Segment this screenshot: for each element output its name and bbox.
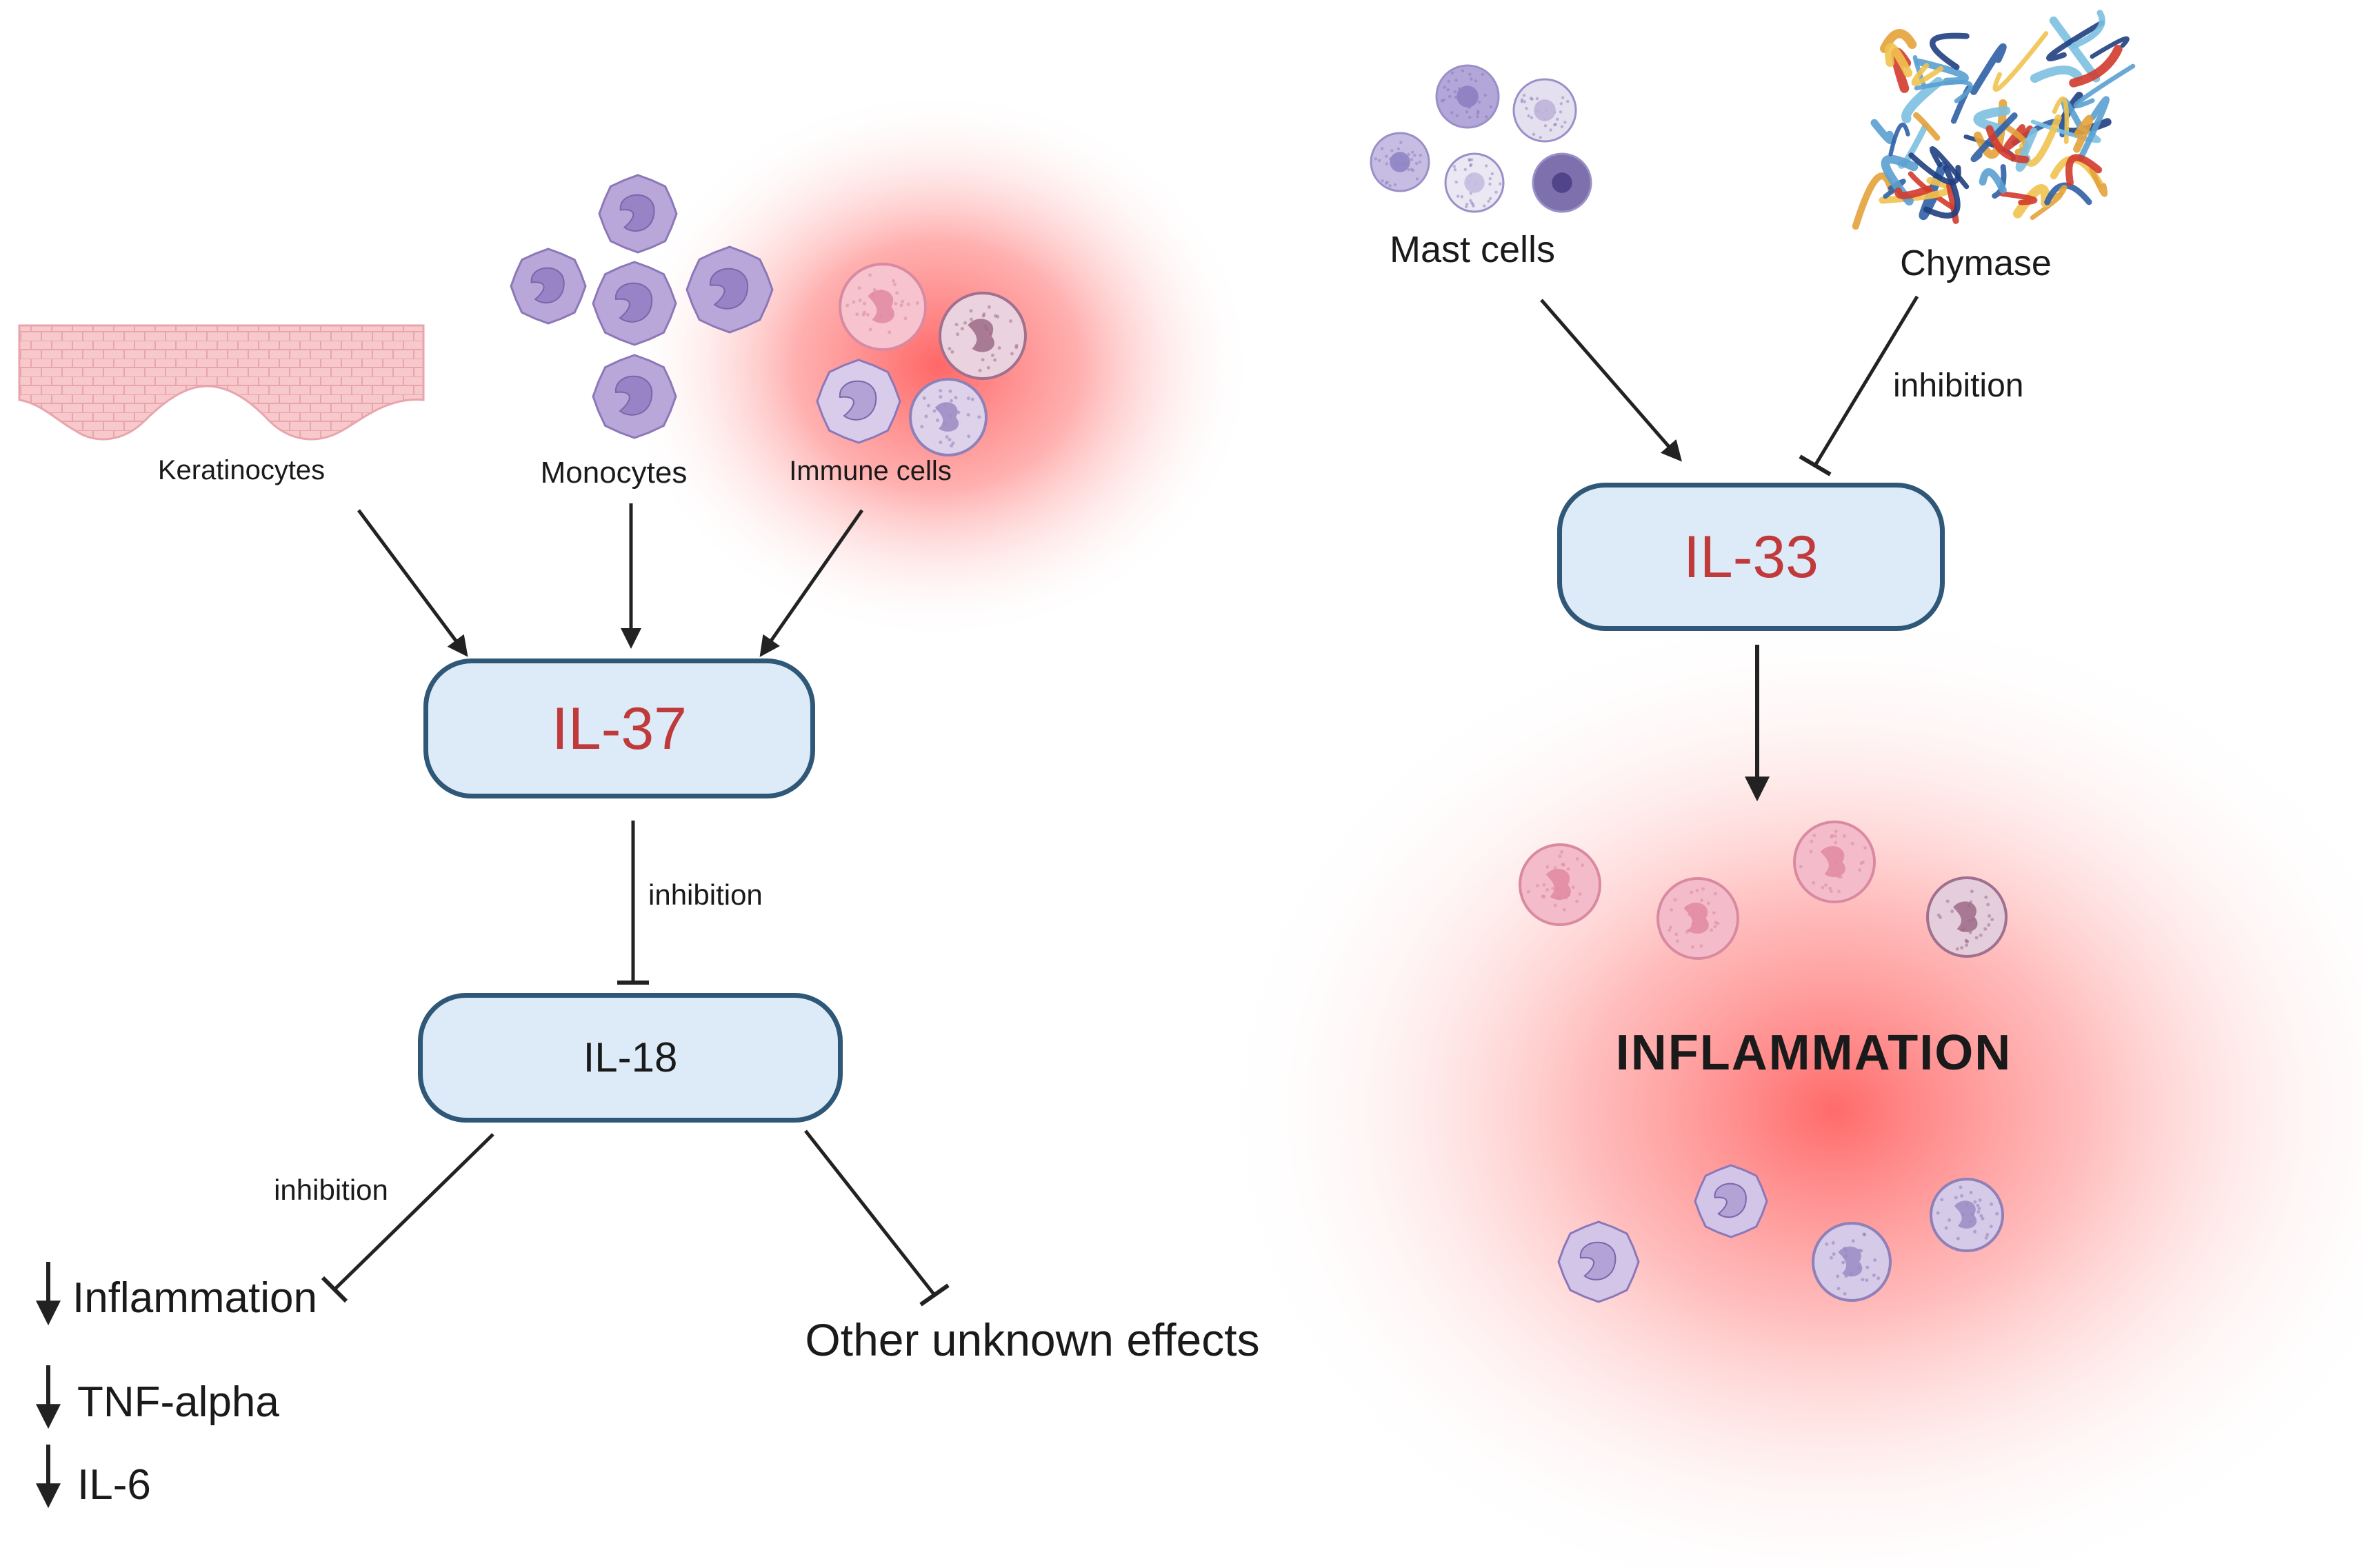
monocyte-cell: [687, 247, 772, 332]
mast-cell: [1514, 79, 1576, 141]
monocyte-cell: [817, 360, 900, 443]
monocyte-cell: [1695, 1165, 1767, 1237]
effect-il6-label: IL-6: [77, 1464, 151, 1507]
inflammation-glow: [1214, 600, 2362, 1568]
immune-cells-label: Immune cells: [789, 457, 952, 485]
mast-cell: [1371, 133, 1429, 191]
mast-cells-illustration: [1371, 66, 1591, 212]
granulocyte-cell: [1658, 878, 1738, 958]
granulocyte-cell: [1931, 1179, 2003, 1251]
inhibition-il18-to-other-effects: [805, 1131, 934, 1295]
il37-node: IL-37: [423, 659, 815, 798]
inhibition-bar-il33: [1800, 456, 1830, 474]
il33-label: IL-33: [1683, 527, 1819, 587]
granulocyte-cell: [1520, 845, 1600, 925]
il18-node: IL-18: [418, 993, 843, 1123]
immune-cells-glow: [621, 90, 1255, 641]
inhibition-bar-other-effects: [921, 1285, 948, 1305]
inhibition-il37-il18-label: inhibition: [648, 881, 763, 909]
keratinocytes-label: Keratinocytes: [158, 456, 325, 484]
granulocyte-cell: [1928, 878, 2006, 956]
il33-node: IL-33: [1557, 483, 1945, 631]
inhibition-il18-to-inflammation: [334, 1134, 493, 1289]
granulocyte-cell: [910, 379, 986, 455]
mast-cell: [1533, 154, 1591, 212]
monocytes-label: Monocytes: [541, 458, 688, 488]
effect-inflammation-label: Inflammation: [72, 1277, 317, 1320]
monocyte-cell: [593, 355, 676, 438]
monocyte-cell: [511, 249, 586, 323]
granulocyte-cell: [940, 293, 1025, 379]
monocyte-cell: [599, 175, 677, 252]
monocyte-cell: [1559, 1222, 1639, 1302]
inflammation-outcome-label: INFLAMMATION: [1616, 1028, 2012, 1078]
il18-label: IL-18: [583, 1037, 678, 1078]
mast-cell: [1445, 154, 1503, 212]
granulocyte-cell: [1813, 1223, 1890, 1300]
mast-cells-label: Mast cells: [1390, 231, 1555, 268]
effect-tnf-alpha-label: TNF-alpha: [77, 1381, 279, 1424]
arrow-mast-cells-to-il33: [1541, 300, 1679, 459]
mast-cell: [1437, 66, 1499, 128]
other-unknown-effects-label: Other unknown effects: [805, 1317, 1259, 1363]
il37-label: IL-37: [552, 699, 687, 758]
arrow-keratinocytes-to-il37: [359, 510, 466, 654]
chymase-label: Chymase: [1900, 245, 2052, 281]
keratinocytes-illustration: [19, 325, 423, 439]
inhibition-il18-effects-label: inhibition: [274, 1176, 388, 1205]
chymase-protein-illustration: [1856, 13, 2133, 226]
monocyte-cell: [593, 262, 676, 345]
granulocyte-cell: [1794, 822, 1874, 902]
inhibition-chymase-label: inhibition: [1893, 370, 2023, 403]
granulocyte-cell: [840, 264, 925, 350]
